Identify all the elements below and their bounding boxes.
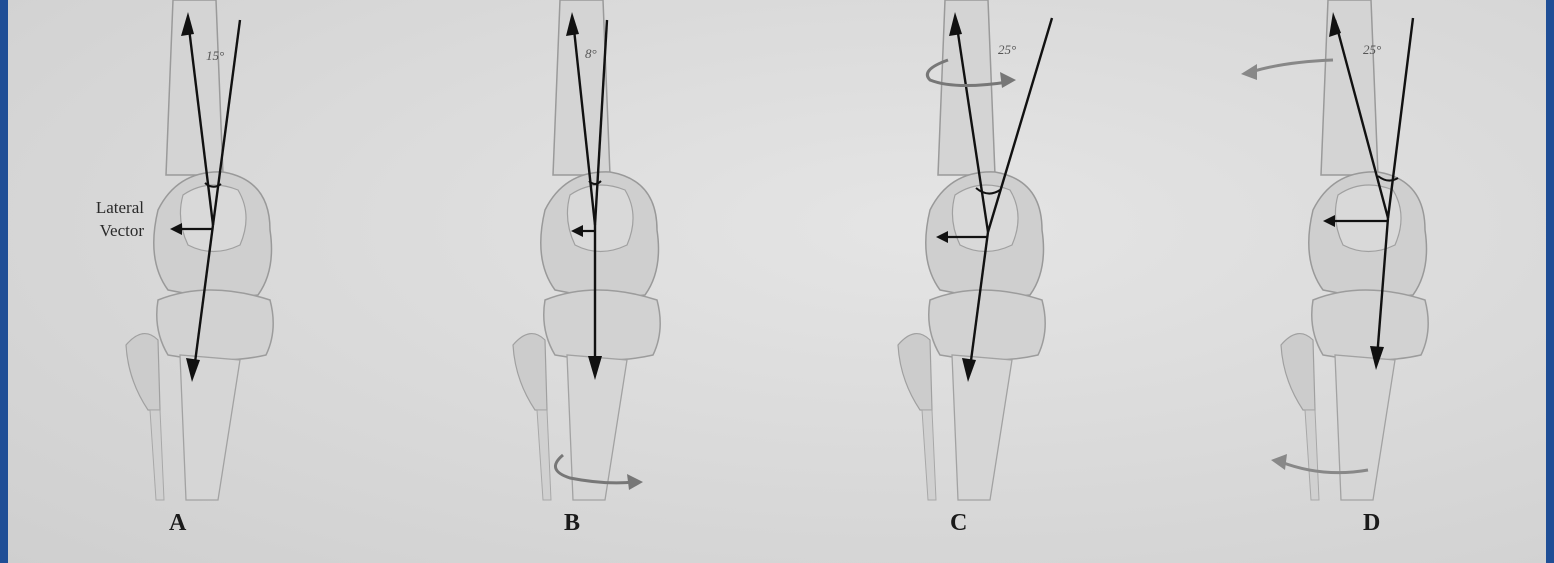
lateral-vector-callout: Lateral Vector [52,196,144,242]
knee-diagram-b [395,0,779,563]
panel-letter-c: C [950,510,967,537]
panel-a: 15° A [8,0,392,563]
panel-c: 25° C [780,0,1164,563]
callout-line-2: Vector [52,219,144,242]
panel-letter-d: D [1363,510,1380,537]
knee-diagram-a [8,0,392,563]
panel-letter-a: A [169,510,186,537]
angle-label-c: 25° [998,42,1016,58]
callout-line-1: Lateral [52,196,144,219]
panel-b: 8° B [395,0,779,563]
panel-letter-b: B [564,510,580,537]
angle-label-a: 15° [206,48,224,64]
knee-diagram-c [780,0,1164,563]
knee-diagram-d [1163,0,1546,563]
angle-label-d: 25° [1363,42,1381,58]
figure-paper: 15° A Lateral Vector 8° [8,0,1546,563]
angle-label-b: 8° [585,46,597,62]
panel-d: 25° D [1163,0,1546,563]
